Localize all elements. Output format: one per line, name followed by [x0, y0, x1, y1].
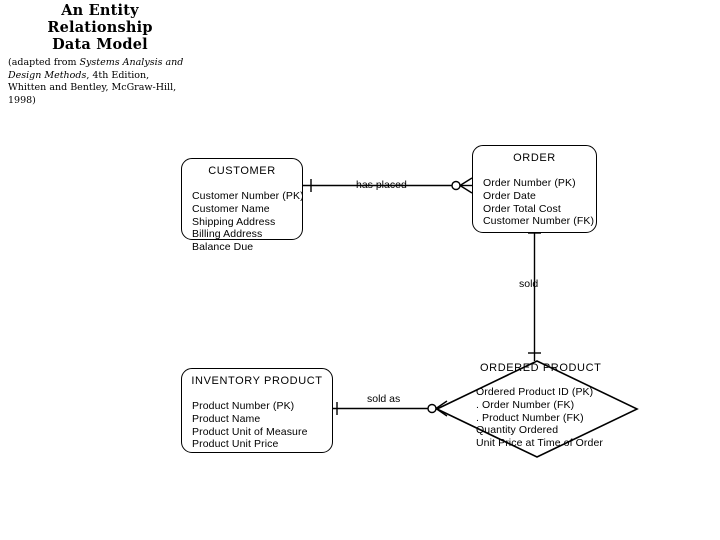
entity-inventory-product[interactable]: INVENTORY PRODUCT Product Number (PK) Pr… — [181, 368, 333, 453]
entity-customer-name: CUSTOMER — [208, 165, 276, 177]
entity-inventory-product-name: INVENTORY PRODUCT — [191, 375, 323, 387]
attribute: Billing Address — [192, 228, 263, 241]
subtitle-prefix: (adapted from — [8, 57, 80, 68]
page-title: An Entity Relationship Data Model — [0, 2, 200, 53]
attribute: Shipping Address — [192, 215, 276, 228]
attribute: Ordered Product ID (PK) — [476, 386, 594, 398]
crowsfoot-order-lower — [459, 184, 473, 194]
entity-order[interactable]: ORDER Order Number (PK) Order Date Order… — [472, 145, 597, 233]
attribute: . Product Number (FK) — [476, 411, 584, 424]
subtitle-suffix: , 4th Edition, Whitten and Bentley, McGr… — [8, 69, 177, 106]
page-title-line-1: An Entity — [61, 2, 139, 19]
attribute: Unit Price at Time of Order — [476, 437, 603, 450]
cardinality-zero-ordered-product — [427, 403, 437, 414]
attribute: Order Number (PK) — [483, 177, 576, 189]
entity-order-attributes: Order Number (PK) Order Date Order Total… — [473, 165, 596, 228]
attribute: Quantity Ordered — [476, 424, 559, 437]
attribute: Product Unit of Measure — [192, 425, 308, 438]
title-block: An Entity Relationship Data Model — [0, 2, 200, 53]
relationship-label-sold-as: sold as — [367, 393, 401, 405]
subtitle-source-title: Systems Analysis and Design Methods — [8, 57, 184, 81]
entity-ordered-product-attributes: Ordered Product ID (PK) . Order Number (… — [476, 386, 636, 450]
relationship-label-sold: sold — [519, 278, 539, 290]
entity-customer[interactable]: CUSTOMER Customer Number (PK) Customer N… — [181, 158, 304, 253]
attribute: Customer Name — [192, 202, 270, 215]
attribute: Order Date — [483, 189, 536, 202]
attribute: Customer Number (FK) — [483, 215, 595, 228]
relationship-label-has-placed: has placed — [356, 179, 407, 191]
cardinality-zero-order — [451, 180, 461, 191]
entity-inventory-product-attributes: Product Number (PK) Product Name Product… — [182, 388, 332, 451]
entity-order-name: ORDER — [513, 152, 556, 164]
entity-customer-attributes: Customer Number (PK) Customer Name Shipp… — [182, 178, 304, 254]
page-title-line-3: Data Model — [52, 36, 148, 53]
entity-ordered-product[interactable] — [435, 360, 639, 458]
attribute: . Order Number (FK) — [476, 398, 575, 411]
entity-ordered-product-name: ORDERED PRODUCT — [480, 362, 602, 374]
attribute: Balance Due — [192, 241, 254, 254]
page-subtitle: (adapted from Systems Analysis and Desig… — [8, 57, 188, 107]
crowsfoot-order-upper — [459, 177, 473, 187]
page-title-line-2: Relationship — [47, 19, 153, 36]
attribute: Product Name — [192, 412, 261, 425]
attribute: Product Number (PK) — [192, 400, 295, 412]
diamond-shape — [435, 360, 639, 458]
attribute: Order Total Cost — [483, 202, 561, 215]
attribute: Customer Number (PK) — [192, 190, 304, 202]
attribute: Product Unit Price — [192, 438, 279, 451]
